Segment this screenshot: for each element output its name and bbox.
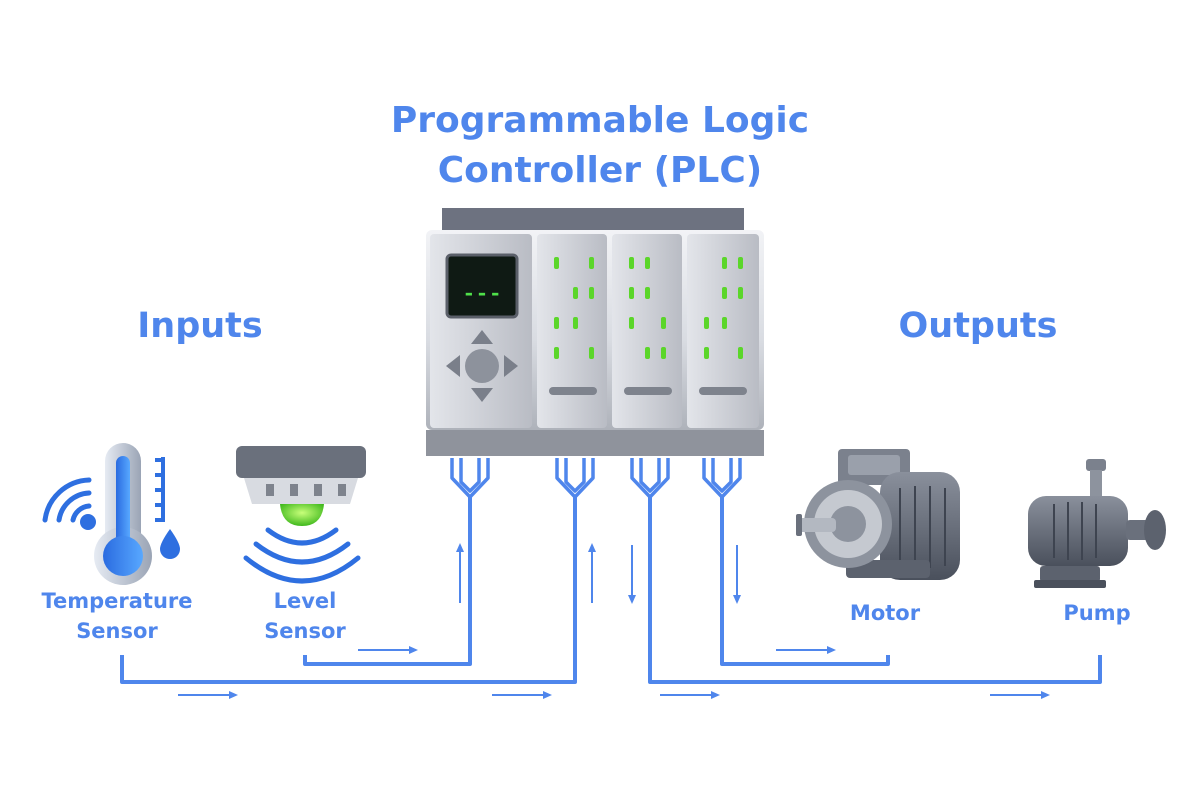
- motor-icon: [796, 449, 960, 580]
- outputs-heading: Outputs: [898, 306, 1058, 346]
- wiring: [120, 458, 1102, 684]
- plc-unit: ---: [426, 208, 764, 456]
- terminal-strip: [426, 430, 764, 456]
- io-module-1: [537, 234, 607, 428]
- arrow-icon: [492, 691, 552, 699]
- arrow-icon: [628, 545, 636, 604]
- arrow-icon: [178, 691, 238, 699]
- arrow-icon: [733, 545, 741, 604]
- terminal-fanout: [450, 458, 742, 499]
- plc-display: [445, 253, 519, 319]
- arrow-icon: [588, 543, 596, 603]
- signal-wave-icon: [265, 527, 339, 546]
- arrow-icon: [358, 646, 418, 654]
- plc-display-readout: ---: [462, 282, 502, 307]
- pump-label: Pump: [1063, 601, 1131, 625]
- pump-icon: [1028, 459, 1166, 588]
- dpad-icon: [446, 330, 518, 402]
- pump-wire: [648, 497, 1102, 684]
- status-leds: [554, 257, 743, 359]
- level-sensor-icon: [236, 446, 366, 584]
- motor-wire: [720, 497, 890, 666]
- page-title: Programmable Logic Controller (PLC): [390, 100, 810, 191]
- level-wire: [303, 497, 472, 666]
- temperature-sensor-label: Temperature Sensor: [41, 589, 193, 643]
- arrow-icon: [660, 691, 720, 699]
- wifi-signal-icon: [42, 477, 92, 523]
- thermometer-icon: [42, 443, 180, 585]
- motor-label: Motor: [849, 601, 921, 625]
- scale-icon: [155, 457, 165, 522]
- io-module-3: [687, 234, 759, 428]
- level-sensor-label: Level Sensor: [264, 589, 346, 643]
- inputs-heading: Inputs: [137, 306, 263, 346]
- io-module-2: [612, 234, 682, 428]
- arrow-icon: [456, 543, 464, 603]
- droplet-icon: [160, 529, 180, 559]
- flow-arrows: [178, 543, 1050, 699]
- din-rail: [442, 208, 744, 230]
- temperature-wire: [120, 497, 577, 684]
- arrow-icon: [776, 646, 836, 654]
- arrow-icon: [990, 691, 1050, 699]
